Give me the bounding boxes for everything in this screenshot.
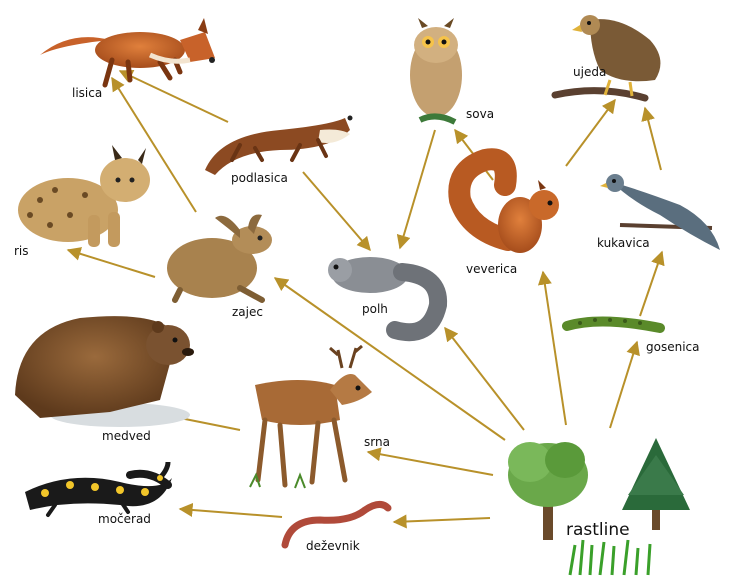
weasel-illustration bbox=[205, 116, 353, 176]
arrow-rastline-srna bbox=[368, 452, 493, 475]
hare-illustration bbox=[167, 215, 272, 300]
arrow-podlasica-lisica bbox=[120, 71, 228, 122]
arrow-gosenica-kukavica bbox=[640, 252, 662, 316]
fox-illustration bbox=[40, 18, 215, 85]
label-lisica: lisica bbox=[72, 86, 102, 100]
label-dezevnik: deževnik bbox=[306, 539, 360, 553]
arrow-zajec-ris bbox=[68, 250, 155, 277]
bear-illustration bbox=[15, 316, 194, 427]
eagle-illustration bbox=[555, 15, 660, 98]
arrow-polh-sova bbox=[400, 130, 435, 248]
arrow-kukavica-ujeda bbox=[645, 108, 661, 170]
arrow-rastline-polh bbox=[445, 328, 524, 430]
label-ris: ris bbox=[14, 244, 29, 258]
label-ujeda: ujeda bbox=[573, 65, 606, 79]
caterpillar-illustration bbox=[567, 318, 660, 328]
arrow-rastline-veverica bbox=[543, 272, 566, 425]
label-sova: sova bbox=[466, 107, 494, 121]
arrow-rastline-dezevnik bbox=[394, 518, 490, 522]
label-mocerad: močerad bbox=[98, 512, 151, 526]
label-veverica: veverica bbox=[466, 262, 517, 276]
label-kukavica: kukavica bbox=[597, 236, 650, 250]
label-srna: srna bbox=[364, 435, 390, 449]
arrow-podlasica-polh bbox=[303, 172, 370, 250]
label-gosenica: gosenica bbox=[646, 340, 699, 354]
label-zajec: zajec bbox=[232, 305, 263, 319]
arrow-veverica-ujeda bbox=[566, 100, 615, 166]
lynx-illustration bbox=[18, 145, 150, 247]
plants-illustration bbox=[508, 438, 690, 575]
label-rastline: rastline bbox=[566, 520, 630, 540]
dormouse-illustration bbox=[328, 257, 438, 332]
label-podlasica: podlasica bbox=[231, 171, 288, 185]
salamander-illustration bbox=[25, 462, 172, 515]
squirrel-illustration bbox=[459, 159, 559, 253]
label-medved: medved bbox=[102, 429, 151, 443]
arrow-dezevnik-mocerad bbox=[180, 509, 282, 517]
label-polh: polh bbox=[362, 302, 388, 316]
arrow-rastline-gosenica bbox=[610, 342, 637, 428]
deer-illustration bbox=[250, 346, 372, 488]
owl-illustration bbox=[410, 18, 462, 122]
